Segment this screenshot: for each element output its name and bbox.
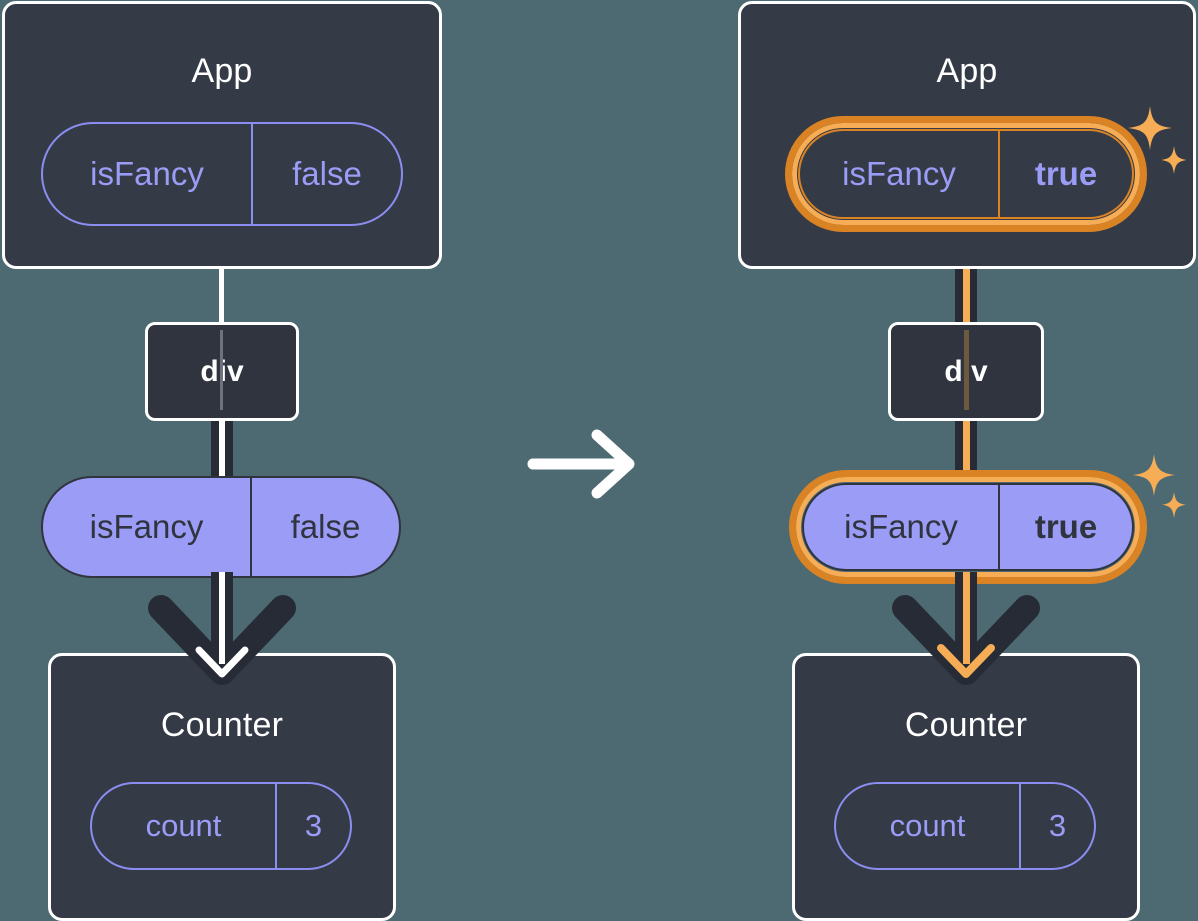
sparkle-icon-prop-right xyxy=(1133,454,1186,518)
state-pill-counter-left[interactable]: count 3 xyxy=(90,782,352,870)
panel-title-counter-left: Counter xyxy=(160,706,284,744)
state-pill-app-left[interactable]: isFancy false xyxy=(41,122,403,226)
state-pill-value: false xyxy=(251,124,401,224)
state-pill-value: 3 xyxy=(1019,784,1094,868)
wire-inside-div-right xyxy=(964,330,969,410)
sparkle-icon-app-right xyxy=(1128,106,1186,174)
wire-div-to-pill-right-core xyxy=(963,418,970,482)
state-pill-key: isFancy xyxy=(90,155,204,192)
state-pill-key: count xyxy=(889,808,966,843)
panel-title-counter-right: Counter xyxy=(904,706,1028,744)
state-pill-value: 3 xyxy=(275,784,350,868)
state-pill-key: isFancy xyxy=(842,155,956,192)
arrow-head-right xyxy=(892,595,1040,685)
wire-pill-to-counter-right-core xyxy=(963,572,970,664)
wire-app-to-div-right-core xyxy=(963,218,970,328)
panel-title-app-right: App xyxy=(936,52,998,90)
panel-title-app-left: App xyxy=(191,52,253,90)
prop-pill-key: isFancy xyxy=(844,508,958,545)
prop-pill-key: isFancy xyxy=(89,508,204,545)
prop-pill-value: false xyxy=(250,478,399,576)
prop-pill-left[interactable]: isFancy false xyxy=(41,476,401,578)
arrow-head-left xyxy=(148,595,296,685)
state-pill-counter-right[interactable]: count 3 xyxy=(834,782,1096,870)
wire-div-to-pill-left-core xyxy=(219,418,225,482)
prop-pill-right[interactable]: isFancy true xyxy=(802,483,1134,571)
wire-pill-to-counter-left-core xyxy=(219,572,225,664)
wire-app-to-div-left xyxy=(219,266,224,326)
prop-pill-value: true xyxy=(998,485,1132,569)
state-pill-value: true xyxy=(998,131,1132,217)
state-pill-key: count xyxy=(145,808,222,843)
wire-inside-div-left xyxy=(220,330,223,410)
arrow-right-icon xyxy=(527,429,635,499)
state-pill-app-right[interactable]: isFancy true xyxy=(798,129,1134,219)
